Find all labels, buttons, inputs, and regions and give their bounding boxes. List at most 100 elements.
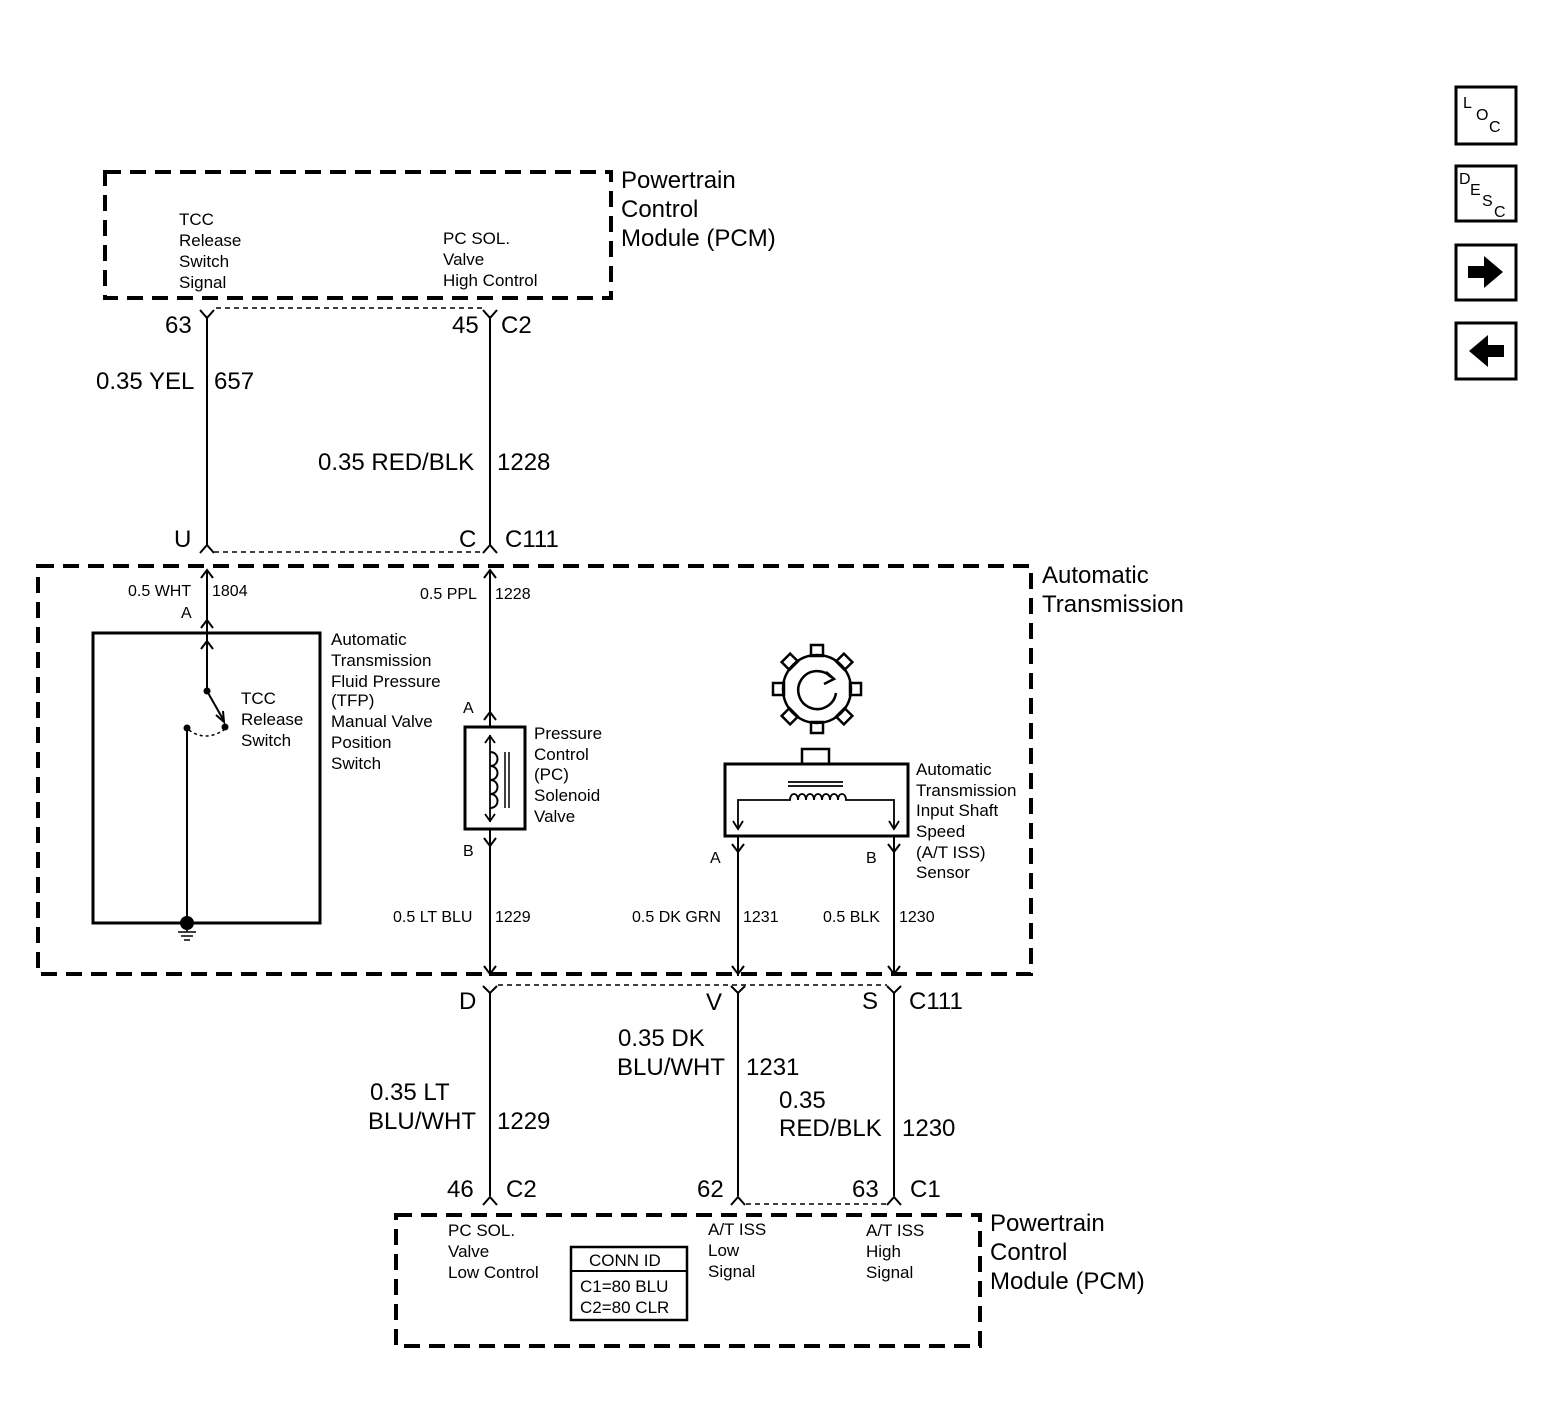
wire-color-label: 0.5 LT BLU (393, 909, 472, 926)
tcc-release-switch-label: TCC Release Switch (241, 689, 308, 750)
pin-letter: D (459, 988, 476, 1015)
connector-pin-symbol (886, 985, 902, 995)
loc-letter: C (1489, 119, 1501, 136)
iss-sensor-box (723, 762, 910, 838)
arrow-down-icon (483, 965, 497, 976)
arrow-down-icon (731, 965, 745, 976)
loc-letter: L (1463, 95, 1472, 112)
pc-solenoid-box (463, 725, 527, 831)
pin-letter: A (181, 605, 192, 622)
connector-pin-symbol (482, 1195, 498, 1206)
circuit-number: 1229 (497, 1108, 550, 1135)
switch-link-dashed (188, 729, 225, 737)
pin-number: 62 (697, 1176, 724, 1203)
wire-color-label: 0.35 DK BLU/WHT (617, 1025, 725, 1081)
arrow-up-icon (200, 639, 214, 650)
connector-pin-symbol (483, 837, 497, 848)
circuit-number: 1229 (495, 909, 531, 926)
arrow-right-icon (1468, 256, 1503, 288)
iss-coil (732, 781, 900, 831)
circuit-number: 657 (214, 368, 254, 395)
pcm-bottom-box (394, 1213, 982, 1348)
desc-letter: C (1494, 204, 1506, 221)
arrow-head (215, 710, 226, 725)
connector-id: C111 (505, 526, 559, 553)
wire-color-label: 0.35 YEL (96, 368, 194, 395)
pin-number: 63 (852, 1176, 879, 1203)
conn-id-row: C2=80 CLR (580, 1298, 669, 1317)
gear-icon (771, 643, 863, 735)
connector-pin-symbol (482, 543, 498, 554)
pin-letter: V (706, 989, 722, 1016)
pin-letter: C (459, 526, 476, 553)
previous-page-button[interactable] (1454, 321, 1518, 381)
pin-number: 45 (452, 312, 479, 339)
switch-arm (206, 690, 225, 722)
arrow-down-icon (484, 813, 496, 823)
arrow-up-icon (200, 568, 214, 579)
loc-letter: O (1476, 107, 1488, 124)
ground-icon (178, 923, 196, 941)
circuit-number: 1228 (497, 449, 550, 476)
connector-pin-symbol (731, 843, 745, 854)
circuit-number: 1804 (212, 583, 248, 600)
arrow-up-icon (483, 710, 497, 721)
wire-color-label: 0.5 WHT (128, 583, 191, 600)
desc-letter: D (1459, 171, 1471, 188)
pin-letter: B (866, 850, 877, 867)
transmission-title: Automatic Transmission (1042, 562, 1184, 618)
pin-letter: A (710, 850, 721, 867)
circuit-number: 1230 (902, 1115, 955, 1142)
connector-pin-symbol (887, 843, 901, 854)
connector-id: C2 (506, 1176, 537, 1203)
wire-color-label: 0.5 PPL (420, 586, 477, 603)
tfp-switch-description: Automatic Transmission Fluid Pressure (T… (331, 630, 445, 773)
wire-color-label: 0.35 RED/BLK (318, 449, 474, 476)
arrow-left-icon (1469, 335, 1504, 367)
conn-id-table: CONN ID C1=80 BLU C2=80 CLR (569, 1245, 689, 1322)
connector-id: C1 (910, 1176, 941, 1203)
sensor-tip (800, 747, 831, 766)
arrow-up-icon (483, 568, 497, 579)
wire-color-label: 0.35 RED/BLK (779, 1087, 882, 1142)
desc-letter: E (1470, 182, 1481, 199)
solenoid-coil (489, 751, 499, 809)
pin-number: 63 (165, 312, 192, 339)
conn-id-title: CONN ID (589, 1251, 661, 1270)
iss-low-signal-label: A/T ISS Low Signal (708, 1220, 771, 1281)
wire-color-label: 0.5 DK GRN (632, 909, 721, 926)
pc-solenoid-description: Pressure Control (PC) Solenoid Valve (534, 724, 607, 826)
pc-high-control-label: PC SOL. Valve High Control (443, 229, 538, 290)
loc-button[interactable]: L O C (1454, 85, 1518, 146)
tcc-release-signal-label: TCC Release Switch Signal (179, 210, 246, 292)
wire-color-label: 0.5 BLK (823, 909, 880, 926)
circuit-number: 1228 (495, 586, 531, 603)
pcm-top-title: Powertrain Control Module (PCM) (621, 167, 776, 252)
pin-letter: A (463, 700, 474, 717)
next-page-button[interactable] (1454, 243, 1518, 302)
pc-low-control-label: PC SOL. Valve Low Control (448, 1221, 539, 1282)
pin-number: 46 (447, 1176, 474, 1203)
rotation-arrow-icon (823, 671, 837, 686)
circuit-number: 1231 (743, 909, 779, 926)
conn-id-row: C1=80 BLU (580, 1277, 668, 1296)
desc-button[interactable]: D E S C (1454, 164, 1518, 223)
pin-letter: U (174, 526, 191, 553)
connector-pin-symbol (199, 543, 215, 554)
pcm-top-box (103, 170, 613, 300)
pcm-bottom-title: Powertrain Control Module (PCM) (990, 1210, 1145, 1295)
iss-sensor-description: Automatic Transmission Input Shaft Speed… (916, 760, 1021, 882)
circuit-number: 1231 (746, 1054, 799, 1081)
desc-letter: S (1482, 193, 1493, 210)
connector-pin-symbol (730, 985, 746, 995)
pin-letter: B (463, 843, 474, 860)
switch-contact (183, 724, 191, 732)
connector-pin-symbol (886, 1195, 902, 1206)
pin-letter: S (862, 988, 878, 1015)
arrow-up-icon (484, 734, 496, 744)
switch-contact (221, 723, 229, 731)
circuit-number: 1230 (899, 909, 935, 926)
arrow-down-icon (887, 965, 901, 976)
connector-pin-symbol (482, 985, 498, 995)
